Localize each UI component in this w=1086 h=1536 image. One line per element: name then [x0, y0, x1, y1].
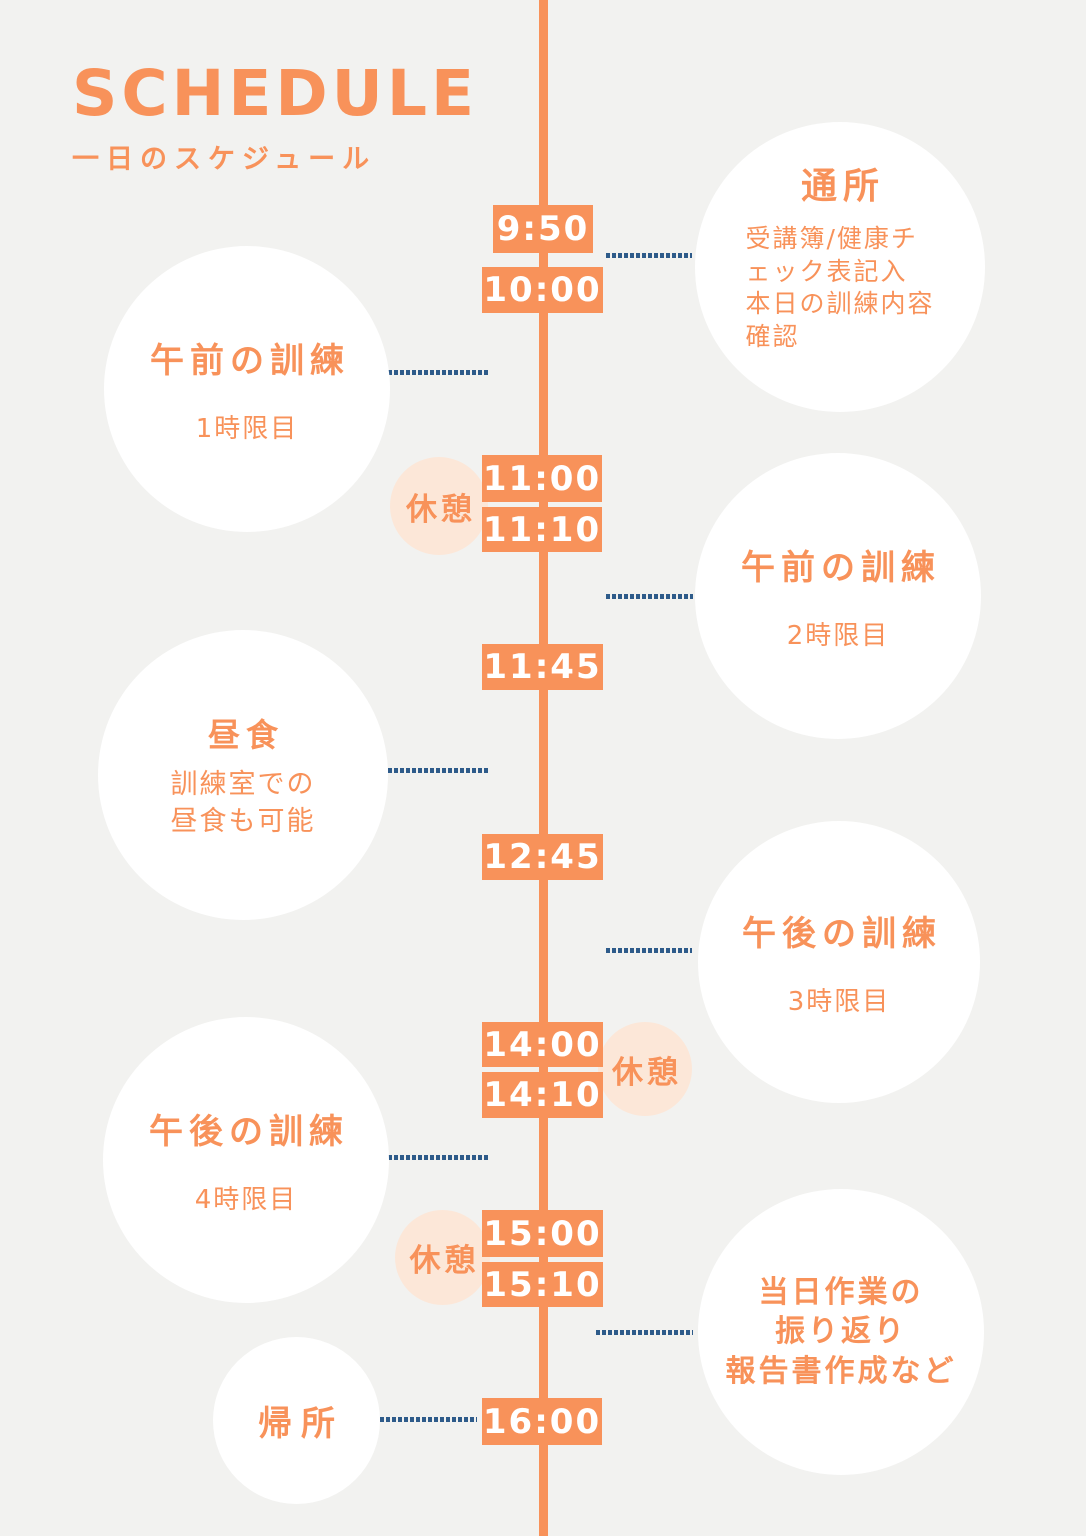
event-title: 昼食 [207, 715, 284, 754]
event-subtitle: 4時限目 [194, 1185, 298, 1215]
event-description-line: 訓練室での [170, 768, 316, 800]
connector-arrival [606, 253, 692, 258]
time-badge-0950: 9:50 [493, 205, 593, 253]
event-title-line: 当日作業の [758, 1274, 924, 1310]
connector-afternoon-3 [606, 948, 692, 953]
event-title: 午前の訓練 [150, 341, 350, 381]
time-badge-1500: 15:00 [482, 1210, 603, 1257]
event-circle-morning-1: 午前の訓練 1時限目 [104, 246, 390, 532]
connector-afternoon-4 [388, 1155, 488, 1160]
time-badge-1410: 14:10 [482, 1072, 603, 1118]
break-circle-1: 休憩 [390, 457, 488, 555]
event-circle-morning-2: 午前の訓練 2時限目 [695, 453, 981, 739]
time-badge-1145: 11:45 [482, 644, 603, 690]
break-label: 休憩 [612, 1054, 682, 1091]
connector-review [596, 1330, 693, 1335]
header: SCHEDULE 一日のスケジュール [72, 62, 478, 176]
event-circle-review: 当日作業の 振り返り 報告書作成など [698, 1189, 984, 1475]
event-title-multiline: 当日作業の 振り返り 報告書作成など [726, 1273, 957, 1392]
event-circle-lunch: 昼食 訓練室での 昼食も可能 [98, 630, 388, 920]
event-title: 午後の訓練 [742, 914, 942, 954]
break-label: 休憩 [406, 491, 476, 528]
page-subtitle: 一日のスケジュール [72, 144, 377, 175]
break-label: 休憩 [409, 1243, 480, 1279]
event-description-line: ェック表記入 [745, 256, 908, 286]
connector-morning-1 [388, 370, 490, 375]
page-title: SCHEDULE [72, 57, 479, 130]
event-circle-arrival: 通所 受講簿/健康チ ェック表記入 本日の訓練内容 確認 [695, 122, 985, 412]
time-badge-1510: 15:10 [482, 1262, 603, 1307]
event-title: 通所 [800, 166, 885, 207]
event-title-line: 報告書作成など [725, 1353, 957, 1389]
event-subtitle: 3時限目 [787, 987, 891, 1017]
event-description-line: 受講簿/健康チ [745, 224, 918, 253]
event-title-line: 振り返り [775, 1314, 907, 1350]
event-subtitle: 1時限目 [195, 414, 299, 444]
break-circle-3: 休憩 [395, 1210, 490, 1305]
timeline-line [539, 0, 548, 1536]
event-circle-afternoon-3: 午後の訓練 3時限目 [698, 821, 980, 1103]
event-description-line: 本日の訓練内容 [745, 289, 935, 318]
event-title: 午前の訓練 [741, 548, 941, 588]
event-subtitle: 2時限目 [786, 621, 890, 651]
time-badge-1000: 10:00 [482, 267, 603, 313]
time-badge-1110: 11:10 [482, 507, 602, 552]
event-circle-departure: 帰所 [213, 1337, 380, 1504]
time-badge-1100: 11:00 [482, 455, 602, 502]
event-description-line: 昼食も可能 [170, 806, 316, 837]
connector-morning-2 [606, 594, 693, 599]
event-circle-afternoon-4: 午後の訓練 4時限目 [103, 1017, 389, 1303]
event-title: 帰所 [258, 1404, 344, 1444]
event-title: 午後の訓練 [149, 1112, 349, 1152]
time-badge-1400: 14:00 [482, 1022, 603, 1067]
connector-departure [380, 1417, 477, 1422]
time-badge-1600: 16:00 [482, 1398, 602, 1445]
connector-lunch [388, 768, 488, 773]
break-circle-2: 休憩 [598, 1022, 692, 1116]
event-description: 訓練室での 昼食も可能 [171, 766, 316, 841]
time-badge-1245: 12:45 [482, 834, 603, 880]
event-description-line: 確認 [745, 321, 800, 351]
event-description: 受講簿/健康チ ェック表記入 本日の訓練内容 確認 [745, 223, 934, 353]
